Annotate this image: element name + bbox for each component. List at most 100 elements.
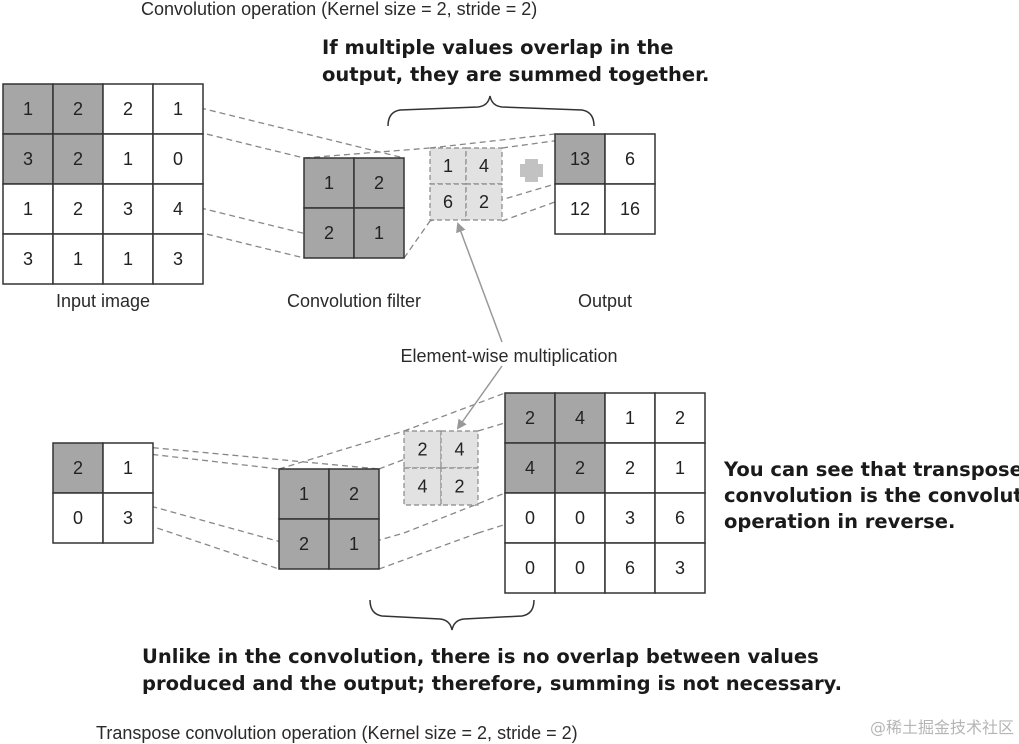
bottom-input-grid-value: 0	[73, 508, 83, 528]
top-output-grid-value: 13	[570, 149, 590, 169]
bottom-output-grid-value: 2	[525, 408, 535, 428]
top-input-grid-value: 4	[173, 199, 183, 219]
bottom-output-grid-value: 2	[575, 458, 585, 478]
top-input-grid-value: 3	[23, 249, 33, 269]
bottom-output-grid-cell	[654, 542, 706, 594]
top-input-grid-value: 3	[173, 249, 183, 269]
bottom-product-grid-value: 2	[454, 477, 464, 497]
bottom-output-grid-value: 3	[675, 558, 685, 578]
top-title: Convolution operation (Kernel size = 2, …	[141, 0, 537, 19]
bottom-output-grid-value: 2	[625, 458, 635, 478]
bottom-output-grid-value: 4	[525, 458, 535, 478]
top-input-grid-value: 3	[23, 149, 33, 169]
top-input-grid-value: 1	[123, 249, 133, 269]
connector-line	[403, 492, 506, 534]
bottom-output-grid-value: 1	[675, 458, 685, 478]
bottom-filter-grid-value: 2	[299, 534, 309, 554]
connector-line	[378, 532, 479, 570]
bottom-product-grid-cell	[440, 467, 479, 506]
bottom-input-grid-cell	[52, 492, 104, 544]
bottom-product-grid-value: 4	[417, 477, 427, 497]
bottom-filter-grid-value: 2	[349, 484, 359, 504]
bottom-product-grid: 2 4 4 2	[403, 430, 479, 506]
bottom-input-grid-value: 2	[73, 458, 83, 478]
top-output-grid-value: 6	[625, 149, 635, 169]
top-input-grid-value: 3	[123, 199, 133, 219]
connector-line	[102, 442, 380, 470]
top-product-grid-value: 1	[443, 156, 453, 176]
bottom-output-grid-cell	[604, 392, 656, 444]
bottom-output-grid-value: 6	[625, 558, 635, 578]
top-output-grid-value: 16	[620, 199, 640, 219]
bottom-output-grid-value: 4	[575, 408, 585, 428]
bottom-filter-grid-value: 1	[349, 534, 359, 554]
top-filter-grid-value: 1	[374, 223, 384, 243]
connector-line	[278, 430, 405, 470]
top-output-grid-cell	[554, 183, 606, 235]
top-filter-grid-value: 1	[324, 173, 334, 193]
reverse-note-line2: convolution is the convolution	[724, 484, 1019, 507]
bottom-product-grid-value: 2	[417, 440, 427, 460]
top-output-grid-cell	[554, 133, 606, 185]
top-input-grid-value: 1	[123, 149, 133, 169]
bottom-output-grid-value: 0	[575, 508, 585, 528]
top-product-grid-cell	[465, 147, 503, 185]
top-input-grid-cell	[52, 83, 104, 135]
overlap-note-line2: output, they are summed together.	[322, 63, 709, 86]
top-input-grid-cell	[2, 233, 54, 285]
no-overlap-note-line2: produced and the output; therefore, summ…	[142, 672, 842, 695]
no-overlap-note-line1: Unlike in the convolution, there is no o…	[142, 645, 819, 668]
bottom-output-grid-cell	[654, 492, 706, 544]
watermark: @稀土掘金技术社区	[870, 718, 1014, 737]
connector-line	[403, 392, 506, 432]
top-input-grid-cell	[52, 183, 104, 235]
top-input-grid-cell	[2, 183, 54, 235]
top-filter-grid: 1 2 2 1	[303, 157, 405, 259]
top-filter-grid-value: 2	[324, 223, 334, 243]
bottom-output-grid-cell	[604, 442, 656, 494]
reverse-note-line1: You can see that transpose	[723, 458, 1019, 481]
top-filter-grid-cell	[353, 207, 405, 259]
bottom-output-grid-cell	[554, 542, 606, 594]
bottom-input-grid-cell	[52, 442, 104, 494]
top-filter-grid-value: 2	[374, 173, 384, 193]
bottom-output-grid-value: 0	[575, 558, 585, 578]
arrow-to-top-product	[456, 222, 503, 343]
top-input-grid-value: 0	[173, 149, 183, 169]
overlap-note-line1: If multiple values overlap in the	[322, 36, 673, 59]
connector-line	[429, 133, 556, 149]
top-input-grid-value: 2	[73, 99, 83, 119]
top-output-grid-value: 12	[570, 199, 590, 219]
bottom-output-grid-cell	[554, 442, 606, 494]
bottom-output-grid-value: 2	[675, 408, 685, 428]
top-input-grid-value: 2	[123, 99, 133, 119]
bottom-output-grid-cell	[604, 492, 656, 544]
arrow-to-bottom-product	[456, 365, 503, 430]
bottom-output-grid-cell	[504, 442, 556, 494]
overlap-brace	[387, 95, 595, 127]
top-product-grid-value: 4	[479, 156, 489, 176]
element-wise-label: Element-wise multiplication	[400, 346, 617, 366]
top-input-grid-cell	[152, 233, 204, 285]
top-input-grid-value: 1	[23, 99, 33, 119]
bottom-input-grid-cell	[102, 442, 154, 494]
top-input-grid-value: 1	[23, 199, 33, 219]
bottom-output-grid-value: 3	[625, 508, 635, 528]
bottom-product-grid-value: 4	[454, 440, 464, 460]
no-overlap-brace	[369, 599, 535, 631]
output-label: Output	[578, 291, 632, 311]
top-output-grid-cell	[604, 133, 656, 185]
bottom-output-grid-value: 1	[625, 408, 635, 428]
bottom-filter-grid-cell	[278, 518, 330, 570]
bottom-output-grid-value: 0	[525, 508, 535, 528]
bottom-filter-grid-cell	[278, 468, 330, 520]
bottom-output-grid-cell	[654, 442, 706, 494]
connector-line	[52, 442, 280, 470]
bottom-title: Transpose convolution operation (Kernel …	[96, 723, 578, 743]
